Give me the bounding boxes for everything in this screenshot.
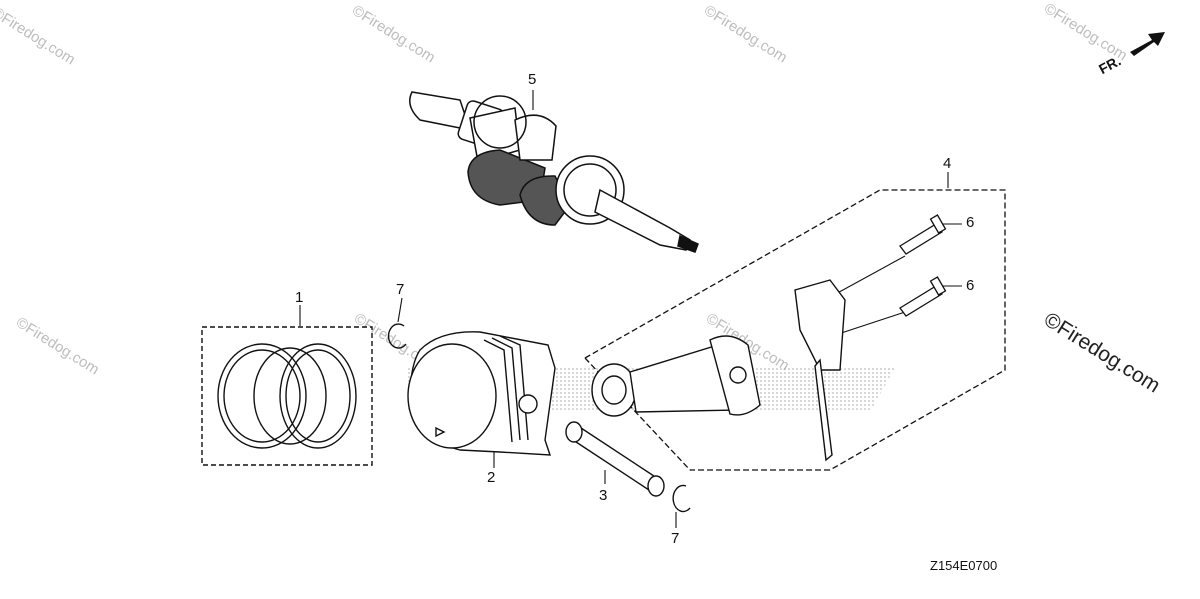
callout-part-1: 1 (295, 289, 304, 306)
piston-ring-set (201, 326, 373, 466)
piston (407, 331, 556, 456)
diagram-code: Z154E0700 (930, 558, 998, 573)
connecting-rod-assembly (584, 189, 1006, 471)
callout-part-7-left: 7 (396, 281, 405, 298)
piston-pin-clip-right (672, 484, 691, 513)
callout-part-3: 3 (599, 487, 608, 504)
piston-pin (565, 421, 665, 497)
callout-part-4: 4 (943, 155, 952, 172)
connecting-rod-bolts (899, 214, 947, 317)
callout-part-5: 5 (528, 71, 537, 88)
callout-part-2: 2 (487, 469, 496, 486)
front-direction-arrow-icon (1130, 32, 1165, 56)
crankshaft (409, 91, 699, 253)
callout-part-6-upper: 6 (966, 214, 975, 231)
callout-part-6-lower: 6 (966, 277, 975, 294)
piston-pin-clip-left (387, 323, 407, 349)
callout-part-7-right: 7 (671, 530, 680, 547)
